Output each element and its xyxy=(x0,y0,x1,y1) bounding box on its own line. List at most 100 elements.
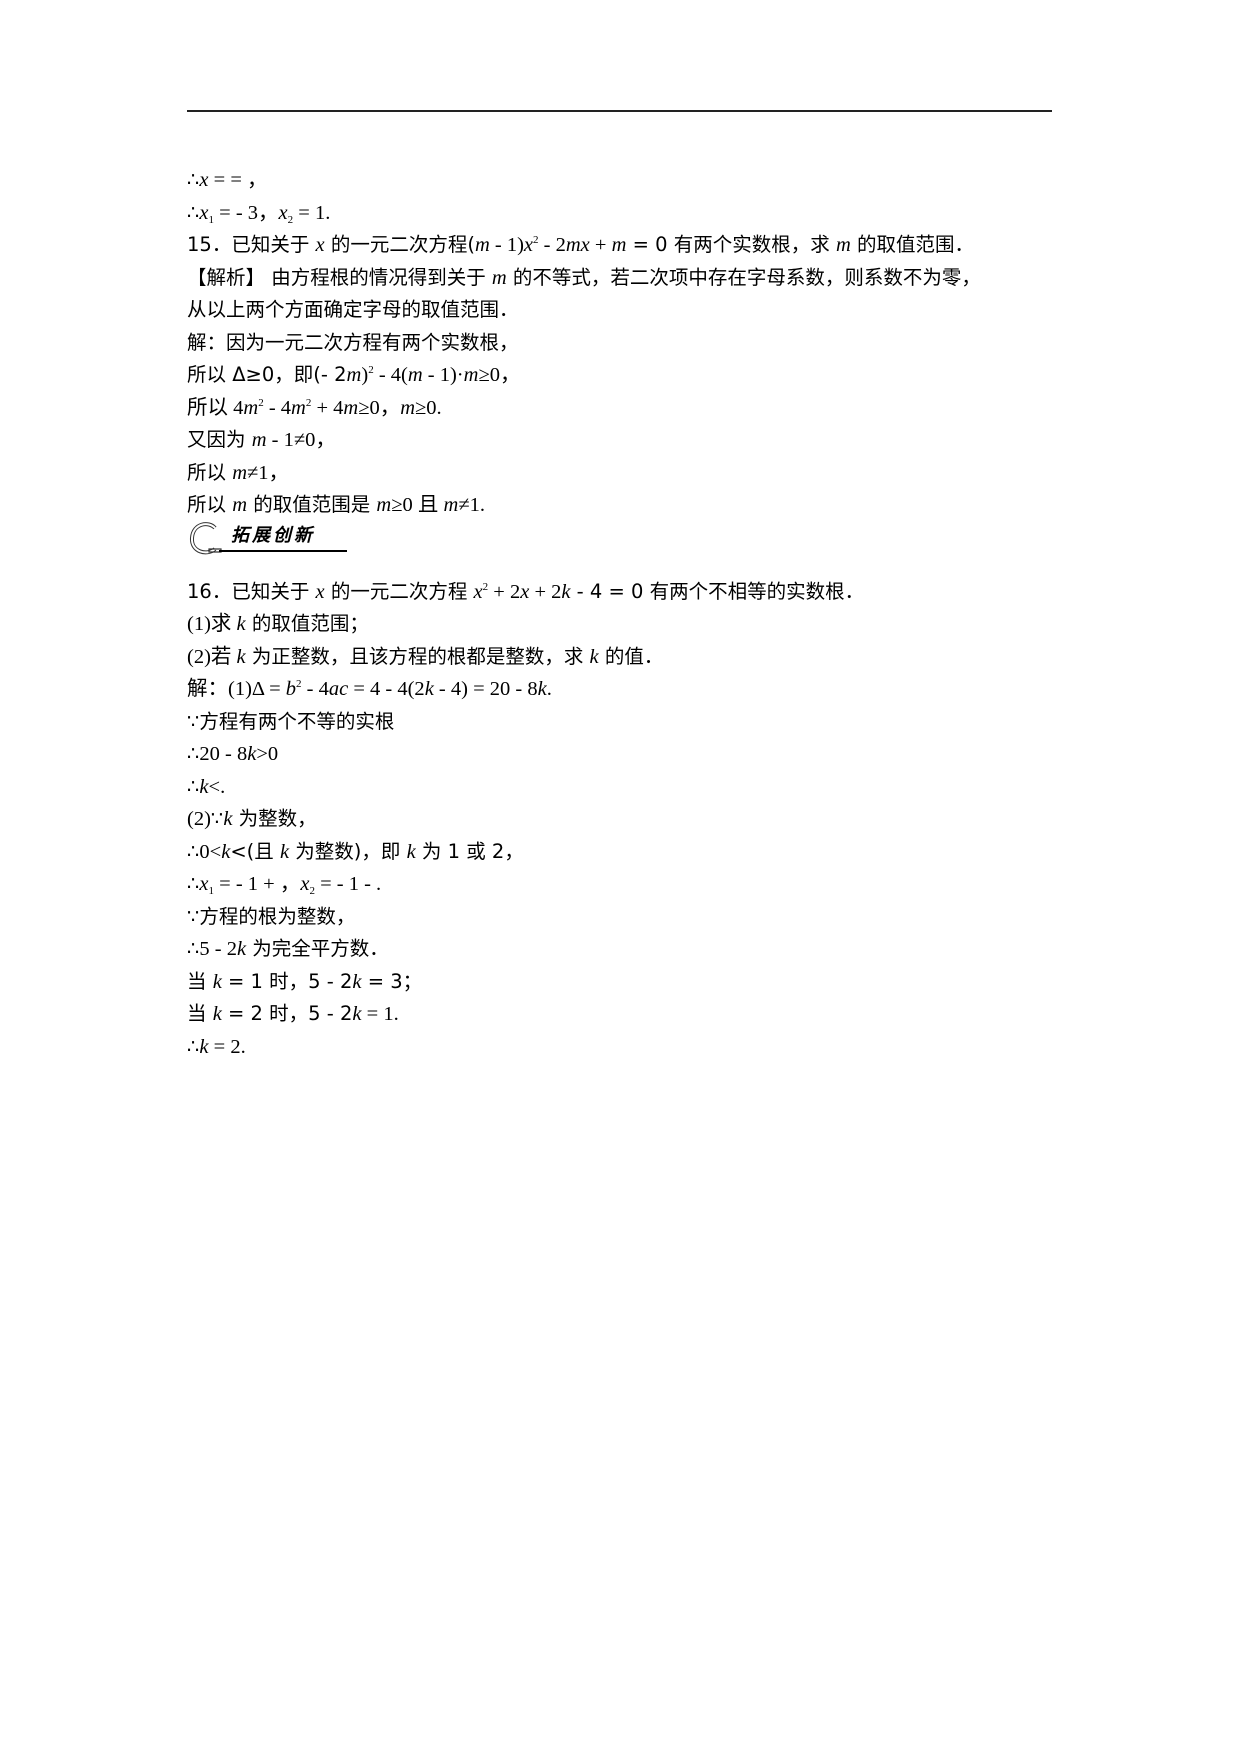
var-x: x xyxy=(199,201,209,224)
therefore-symbol: ∴ xyxy=(187,872,200,895)
var-m: m xyxy=(565,234,581,256)
q16-solution-line-2: ∵方程有两个不等的实根 xyxy=(187,706,1087,739)
therefore-symbol: ∴ xyxy=(187,168,200,191)
var-k: k xyxy=(247,743,257,765)
var-k: k xyxy=(352,970,362,993)
text: = 1 时，5 - 2 xyxy=(221,969,353,993)
text: 所以 Δ≥0，即(- 2 xyxy=(187,363,347,386)
var-k: k xyxy=(199,1035,209,1058)
var-m: m xyxy=(251,429,267,451)
q16-solution-line-6: ∴0<k<(且 k 为整数)，即 k 为 1 或 2， xyxy=(187,836,1087,869)
text: - 4( xyxy=(373,364,408,386)
text: 的一元二次方程 xyxy=(324,579,474,603)
therefore-symbol: ∴ xyxy=(187,742,200,765)
header-rule xyxy=(187,110,1052,112)
var-m: m xyxy=(232,494,248,516)
section-title: 拓展创新 xyxy=(231,524,315,546)
analysis-label: 【解析】 xyxy=(187,265,266,289)
var-m: m xyxy=(400,396,416,419)
text: 为 1 或 2， xyxy=(415,839,524,863)
var-k: k xyxy=(561,580,571,603)
section-underline xyxy=(219,549,347,552)
text: ≥0， xyxy=(358,396,401,419)
q15-solution-line-2: 所以 Δ≥0，即(- 2m)2 - 4(m - 1)·m≥0， xyxy=(187,359,1087,392)
var-k: k xyxy=(236,613,246,635)
var-x: x xyxy=(278,201,288,224)
text: 方程有两个不等的实根 xyxy=(199,709,395,733)
var-x: x xyxy=(315,234,325,256)
q16-stem: 16．已知关于 x 的一元二次方程 x2 + 2x + 2k - 4 = 0 有… xyxy=(187,576,1087,609)
text: ≥0， xyxy=(478,364,521,386)
var-k: k xyxy=(589,645,599,668)
var-k: k xyxy=(237,938,247,960)
var-x: x xyxy=(199,169,209,191)
text: - 1≠0， xyxy=(266,429,336,451)
var-m: m xyxy=(376,494,392,516)
text: + xyxy=(589,234,612,256)
text: - 4 = 0 有两个不相等的实数根． xyxy=(570,579,865,603)
text: 为完全平方数． xyxy=(246,937,389,960)
therefore-symbol: ∴ xyxy=(187,1034,200,1058)
var-m: m xyxy=(474,234,490,256)
q16-solution-line-11: 当 k = 2 时，5 - 2k = 1. xyxy=(187,998,1087,1031)
q16-solution-line-1: 解：(1)Δ = b2 - 4ac = 4 - 4(2k - 4) = 20 -… xyxy=(187,673,1087,706)
q15-solution-line-3: 所以 4m2 - 4m2 + 4m≥0，m≥0. xyxy=(187,392,1087,425)
var-m: m xyxy=(491,266,507,289)
var-k: k xyxy=(537,678,547,700)
var-x: x xyxy=(315,580,325,603)
text: >0 xyxy=(256,743,279,765)
q15-solution-line-4: 又因为 m - 1≠0， xyxy=(187,424,1087,457)
q16-solution-line-9: ∴5 - 2k 为完全平方数． xyxy=(187,933,1087,966)
text: = 4 - 4(2 xyxy=(348,678,425,700)
q16-solution-line-10: 当 k = 1 时，5 - 2k = 3； xyxy=(187,966,1087,999)
q16-solution-line-8: ∵方程的根为整数， xyxy=(187,901,1087,934)
because-symbol: ∵ xyxy=(210,807,224,830)
var-k: k xyxy=(424,678,434,700)
var-mx: mx xyxy=(566,234,590,256)
text: = 0 有两个实数根，求 xyxy=(626,233,836,256)
var-m: m xyxy=(611,234,627,256)
var-k: k xyxy=(212,970,222,993)
var-k: k xyxy=(212,1003,222,1025)
therefore-symbol: ∴ xyxy=(187,839,200,863)
text: = 1. xyxy=(361,1003,399,1025)
var-m: m xyxy=(291,396,306,419)
text: ) xyxy=(361,364,369,386)
text: 15．已知关于 xyxy=(187,233,316,256)
text: 为整数)，即 xyxy=(289,839,407,863)
text: 解：(1)Δ = xyxy=(187,678,286,700)
var-m: m xyxy=(232,461,248,484)
var-m: m xyxy=(463,364,479,386)
text: 20 - 8 xyxy=(199,743,248,765)
subscript: 2 xyxy=(287,213,294,226)
text: 所以 xyxy=(187,460,233,484)
text: 的取值范围； xyxy=(245,612,369,635)
text: ≥0 且 xyxy=(391,494,444,516)
text: 的取值范围． xyxy=(850,233,974,256)
document-body: ∴x = = ， ∴x1 = - 3，x2 = 1. 15．已知关于 x 的一元… xyxy=(187,164,1087,1063)
text: 的一元二次方程( xyxy=(324,233,475,256)
text: = - 3， xyxy=(214,201,279,224)
text: = 1. xyxy=(293,201,331,224)
text: - 4) = 20 - 8 xyxy=(433,678,538,700)
q15-analysis-line-2: 从以上两个方面确定字母的取值范围． xyxy=(187,298,519,321)
var-m: m xyxy=(443,494,459,516)
therefore-symbol: ∴ xyxy=(187,200,200,224)
therefore-symbol: ∴ xyxy=(187,937,200,960)
text: = = ， xyxy=(208,169,268,191)
q15-solution-line-6: 所以 m 的取值范围是 m≥0 且 m≠1. xyxy=(187,489,1087,522)
text: 16．已知关于 xyxy=(187,579,316,603)
var-k: k xyxy=(352,1003,362,1025)
text: (2) xyxy=(187,808,211,830)
q15-analysis-line-1: 【解析】 由方程根的情况得到关于 m 的不等式，若二次项中存在字母系数，则系数不… xyxy=(187,262,1087,295)
text: <(且 xyxy=(230,839,280,863)
var-k: k xyxy=(280,840,290,863)
section-header-extension: 拓展创新 xyxy=(187,521,1087,556)
var-x: x xyxy=(520,580,530,603)
text: 所以 xyxy=(187,493,233,516)
text: 的值． xyxy=(598,644,664,668)
text: ≠1， xyxy=(247,461,290,484)
text: = 3； xyxy=(361,969,423,993)
text: 为整数， xyxy=(232,807,317,830)
text: - 4 xyxy=(301,678,329,700)
